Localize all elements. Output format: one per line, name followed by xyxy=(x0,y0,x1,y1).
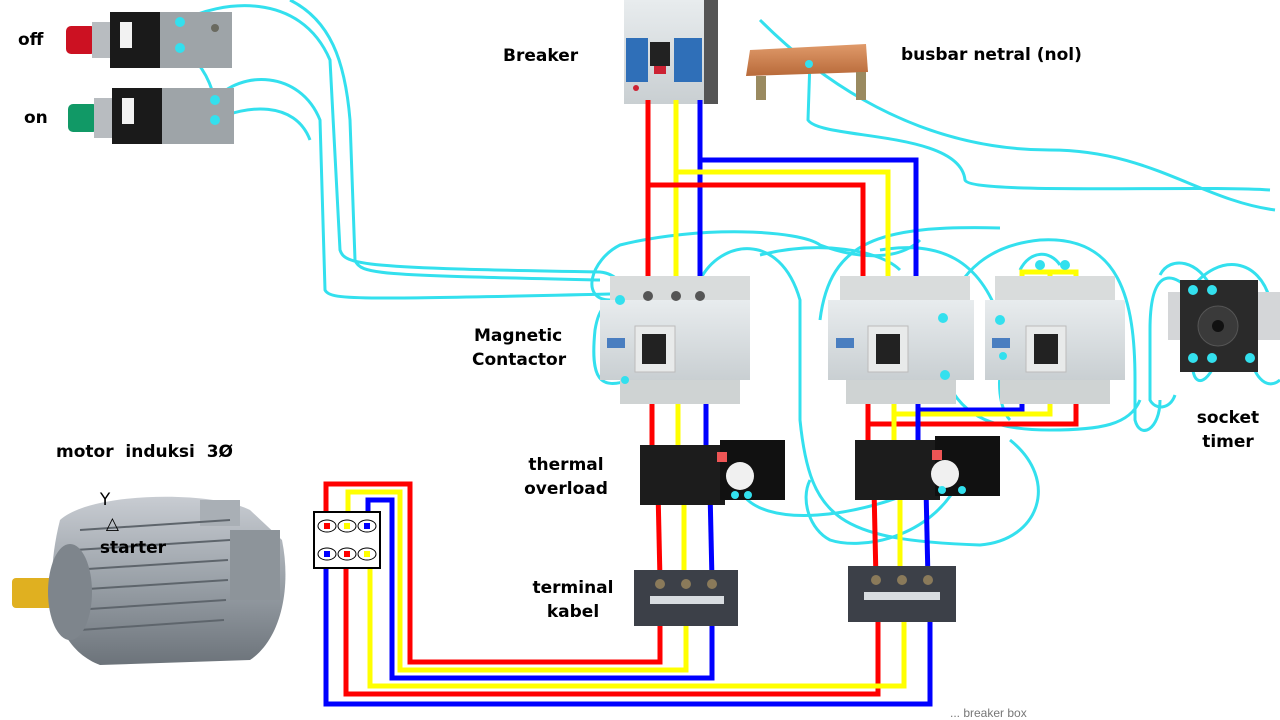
label-starter: starter xyxy=(99,538,166,558)
label-thermal: thermal xyxy=(528,455,604,475)
phase-s-wire xyxy=(367,556,907,689)
on-pushbutton[interactable] xyxy=(68,88,234,144)
label-overload: overload xyxy=(524,479,608,499)
off-pushbutton[interactable] xyxy=(66,12,232,68)
phase-r-wire xyxy=(323,481,663,665)
label-magnetic-contactor: Magnetic Contactor xyxy=(472,324,567,372)
control-wire xyxy=(1188,263,1272,301)
control-wires xyxy=(179,0,1280,547)
socket-timer[interactable] xyxy=(1168,280,1280,372)
motor-terminal-box[interactable] xyxy=(313,511,381,569)
phase-t-wire xyxy=(700,157,919,296)
terminal-kabel-2[interactable] xyxy=(848,566,956,622)
control-wire xyxy=(943,238,1162,432)
label-terminal-kabel: terminal kabel xyxy=(522,576,624,624)
phase-t-wire xyxy=(923,487,931,581)
phase-t-wire xyxy=(323,556,933,707)
control-wire xyxy=(1148,276,1192,409)
control-wire xyxy=(698,247,1040,547)
label-timer: timer xyxy=(1202,432,1254,452)
control-wire xyxy=(818,226,1001,321)
label-contactor: Contactor xyxy=(472,350,567,370)
control-wire xyxy=(213,78,611,300)
label-motor-starter: Y △ starter xyxy=(88,464,166,560)
control-wire xyxy=(804,479,962,545)
magnetic-contactor-delta[interactable] xyxy=(828,276,974,404)
label-kabel: kabel xyxy=(546,602,600,622)
label-off: off xyxy=(18,30,44,50)
phase-r-wire xyxy=(871,487,879,581)
label-star-symbol: Y xyxy=(99,490,111,510)
breaker[interactable] xyxy=(624,0,718,104)
thermal-overload-2[interactable] xyxy=(855,436,1000,500)
label-socket: socket xyxy=(1196,408,1260,428)
label-breaker: Breaker xyxy=(503,46,579,66)
control-wire xyxy=(806,59,1271,192)
label-delta-symbol: △ xyxy=(105,514,119,534)
phase-t-wire xyxy=(365,497,715,681)
thermal-overload-1[interactable] xyxy=(640,440,785,505)
control-wire xyxy=(179,4,632,301)
label-on: on xyxy=(24,108,48,128)
label-magnetic: Magnetic xyxy=(474,326,563,346)
control-wire xyxy=(289,0,601,282)
busbar-netral xyxy=(746,44,868,100)
label-terminal: terminal xyxy=(532,578,614,598)
phase-r-wire xyxy=(343,556,881,697)
magnetic-contactor-main[interactable] xyxy=(600,276,750,404)
label-motor-induksi: motor induksi 3Ø xyxy=(56,442,233,462)
control-wire xyxy=(943,374,1142,432)
phase-s-wire xyxy=(345,489,689,673)
label-busbar: busbar netral (nol) xyxy=(901,45,1082,65)
magnetic-contactor-star[interactable] xyxy=(985,260,1125,404)
control-wire xyxy=(1018,252,1062,271)
label-socket-timer: socket timer xyxy=(1180,406,1276,454)
terminal-kabel-1[interactable] xyxy=(634,570,738,626)
label-thermal-overload: thermal overload xyxy=(516,453,616,501)
phase-s-wire xyxy=(676,169,891,296)
induction-motor xyxy=(12,496,286,665)
phase-r-wire xyxy=(648,182,866,296)
label-footer-faint: ... breaker box xyxy=(950,706,1027,720)
control-wire xyxy=(759,246,902,272)
